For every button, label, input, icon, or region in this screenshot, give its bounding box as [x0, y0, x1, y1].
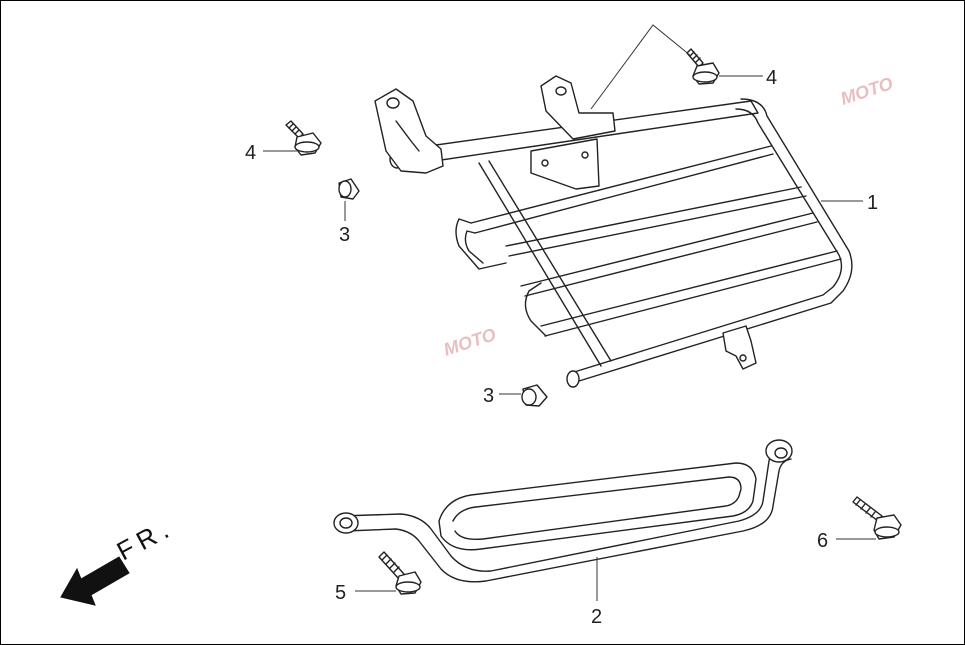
- label-part-4-left: 4: [245, 142, 256, 164]
- rubber-cap-lower[interactable]: [521, 384, 548, 407]
- label-part-4-top: 4: [766, 67, 777, 89]
- label-part-3-lower: 3: [483, 385, 494, 407]
- label-part-5: 5: [335, 582, 346, 604]
- flange-bolt-top[interactable]: [686, 48, 720, 85]
- leader-lines: [263, 24, 876, 601]
- flange-bolt-left[interactable]: [285, 120, 322, 156]
- front-direction-label: FR.: [112, 512, 179, 567]
- watermark-center: MOTO: [441, 324, 498, 360]
- watermark-text: MOTO: [441, 324, 498, 360]
- rubber-cap-upper[interactable]: [338, 178, 360, 200]
- lower-support-bar[interactable]: [333, 439, 793, 583]
- front-arrow-icon: [60, 556, 130, 606]
- label-part-6: 6: [817, 530, 828, 552]
- bolt-6[interactable]: [852, 496, 902, 540]
- label-part-3-upper: 3: [339, 224, 350, 246]
- rear-carrier-rack[interactable]: [374, 75, 853, 388]
- front-direction-indicator: FR.: [60, 512, 179, 606]
- watermark-top-right: MOTO: [838, 73, 895, 109]
- watermark-text: MOTO: [838, 73, 895, 109]
- bolt-5[interactable]: [378, 551, 422, 595]
- label-part-2: 2: [591, 606, 602, 628]
- label-part-1: 1: [867, 192, 878, 214]
